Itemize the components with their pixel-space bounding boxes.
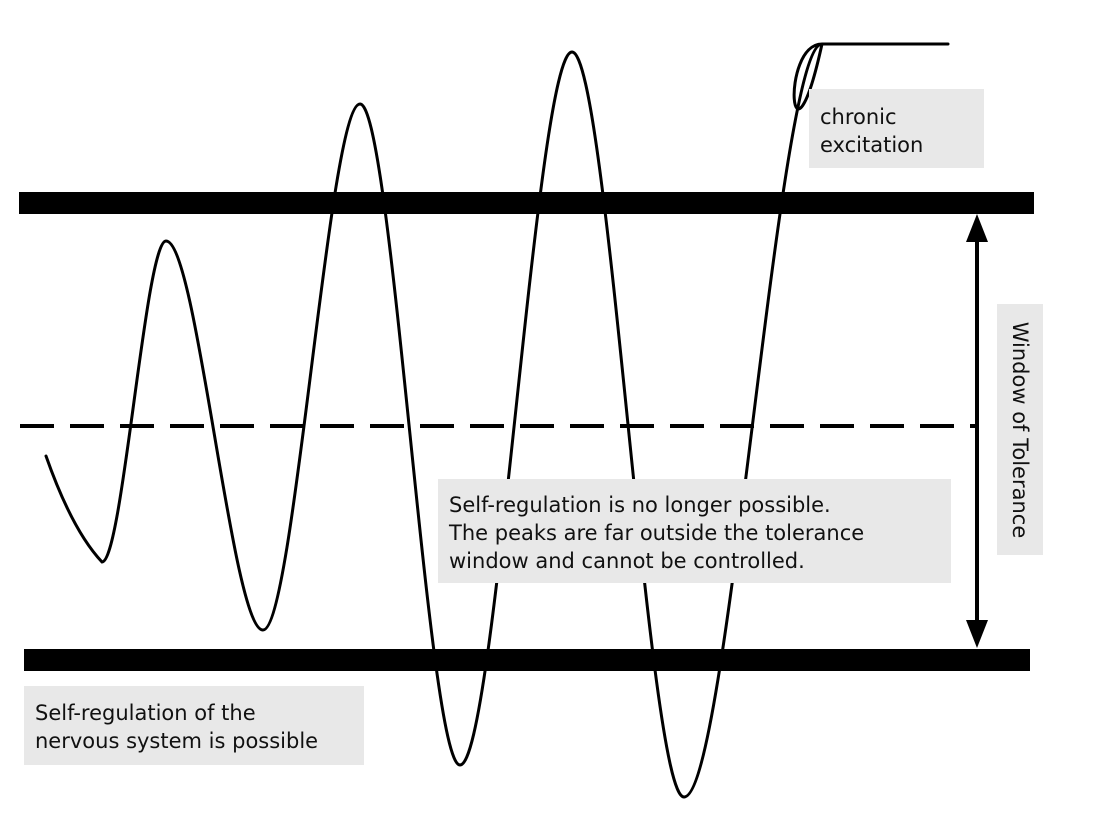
window-double-arrow xyxy=(966,214,988,648)
regulation-possible-label: Self-regulation of the nervous system is… xyxy=(24,686,364,765)
no-regulation-line-3: window and cannot be controlled. xyxy=(449,549,805,573)
no-regulation-line-2: The peaks are far outside the tolerance xyxy=(449,521,865,545)
lower-tolerance-boundary xyxy=(24,649,1030,671)
no-regulation-line-1: Self-regulation is no longer possible. xyxy=(449,493,831,517)
chronic-excitation-line-2: excitation xyxy=(820,133,924,157)
regulation-possible-line-1: Self-regulation of the xyxy=(35,701,256,725)
chronic-excitation-label: chronic excitation xyxy=(809,89,984,168)
chronic-excitation-line-1: chronic xyxy=(820,105,897,129)
regulation-possible-line-2: nervous system is possible xyxy=(35,729,319,753)
upper-tolerance-boundary xyxy=(19,192,1034,214)
nervous-system-wave xyxy=(44,42,950,799)
window-of-tolerance-label: Window of Tolerance xyxy=(997,304,1043,555)
window-of-tolerance-text: Window of Tolerance xyxy=(1008,321,1032,538)
no-regulation-label: Self-regulation is no longer possible. T… xyxy=(438,479,951,583)
